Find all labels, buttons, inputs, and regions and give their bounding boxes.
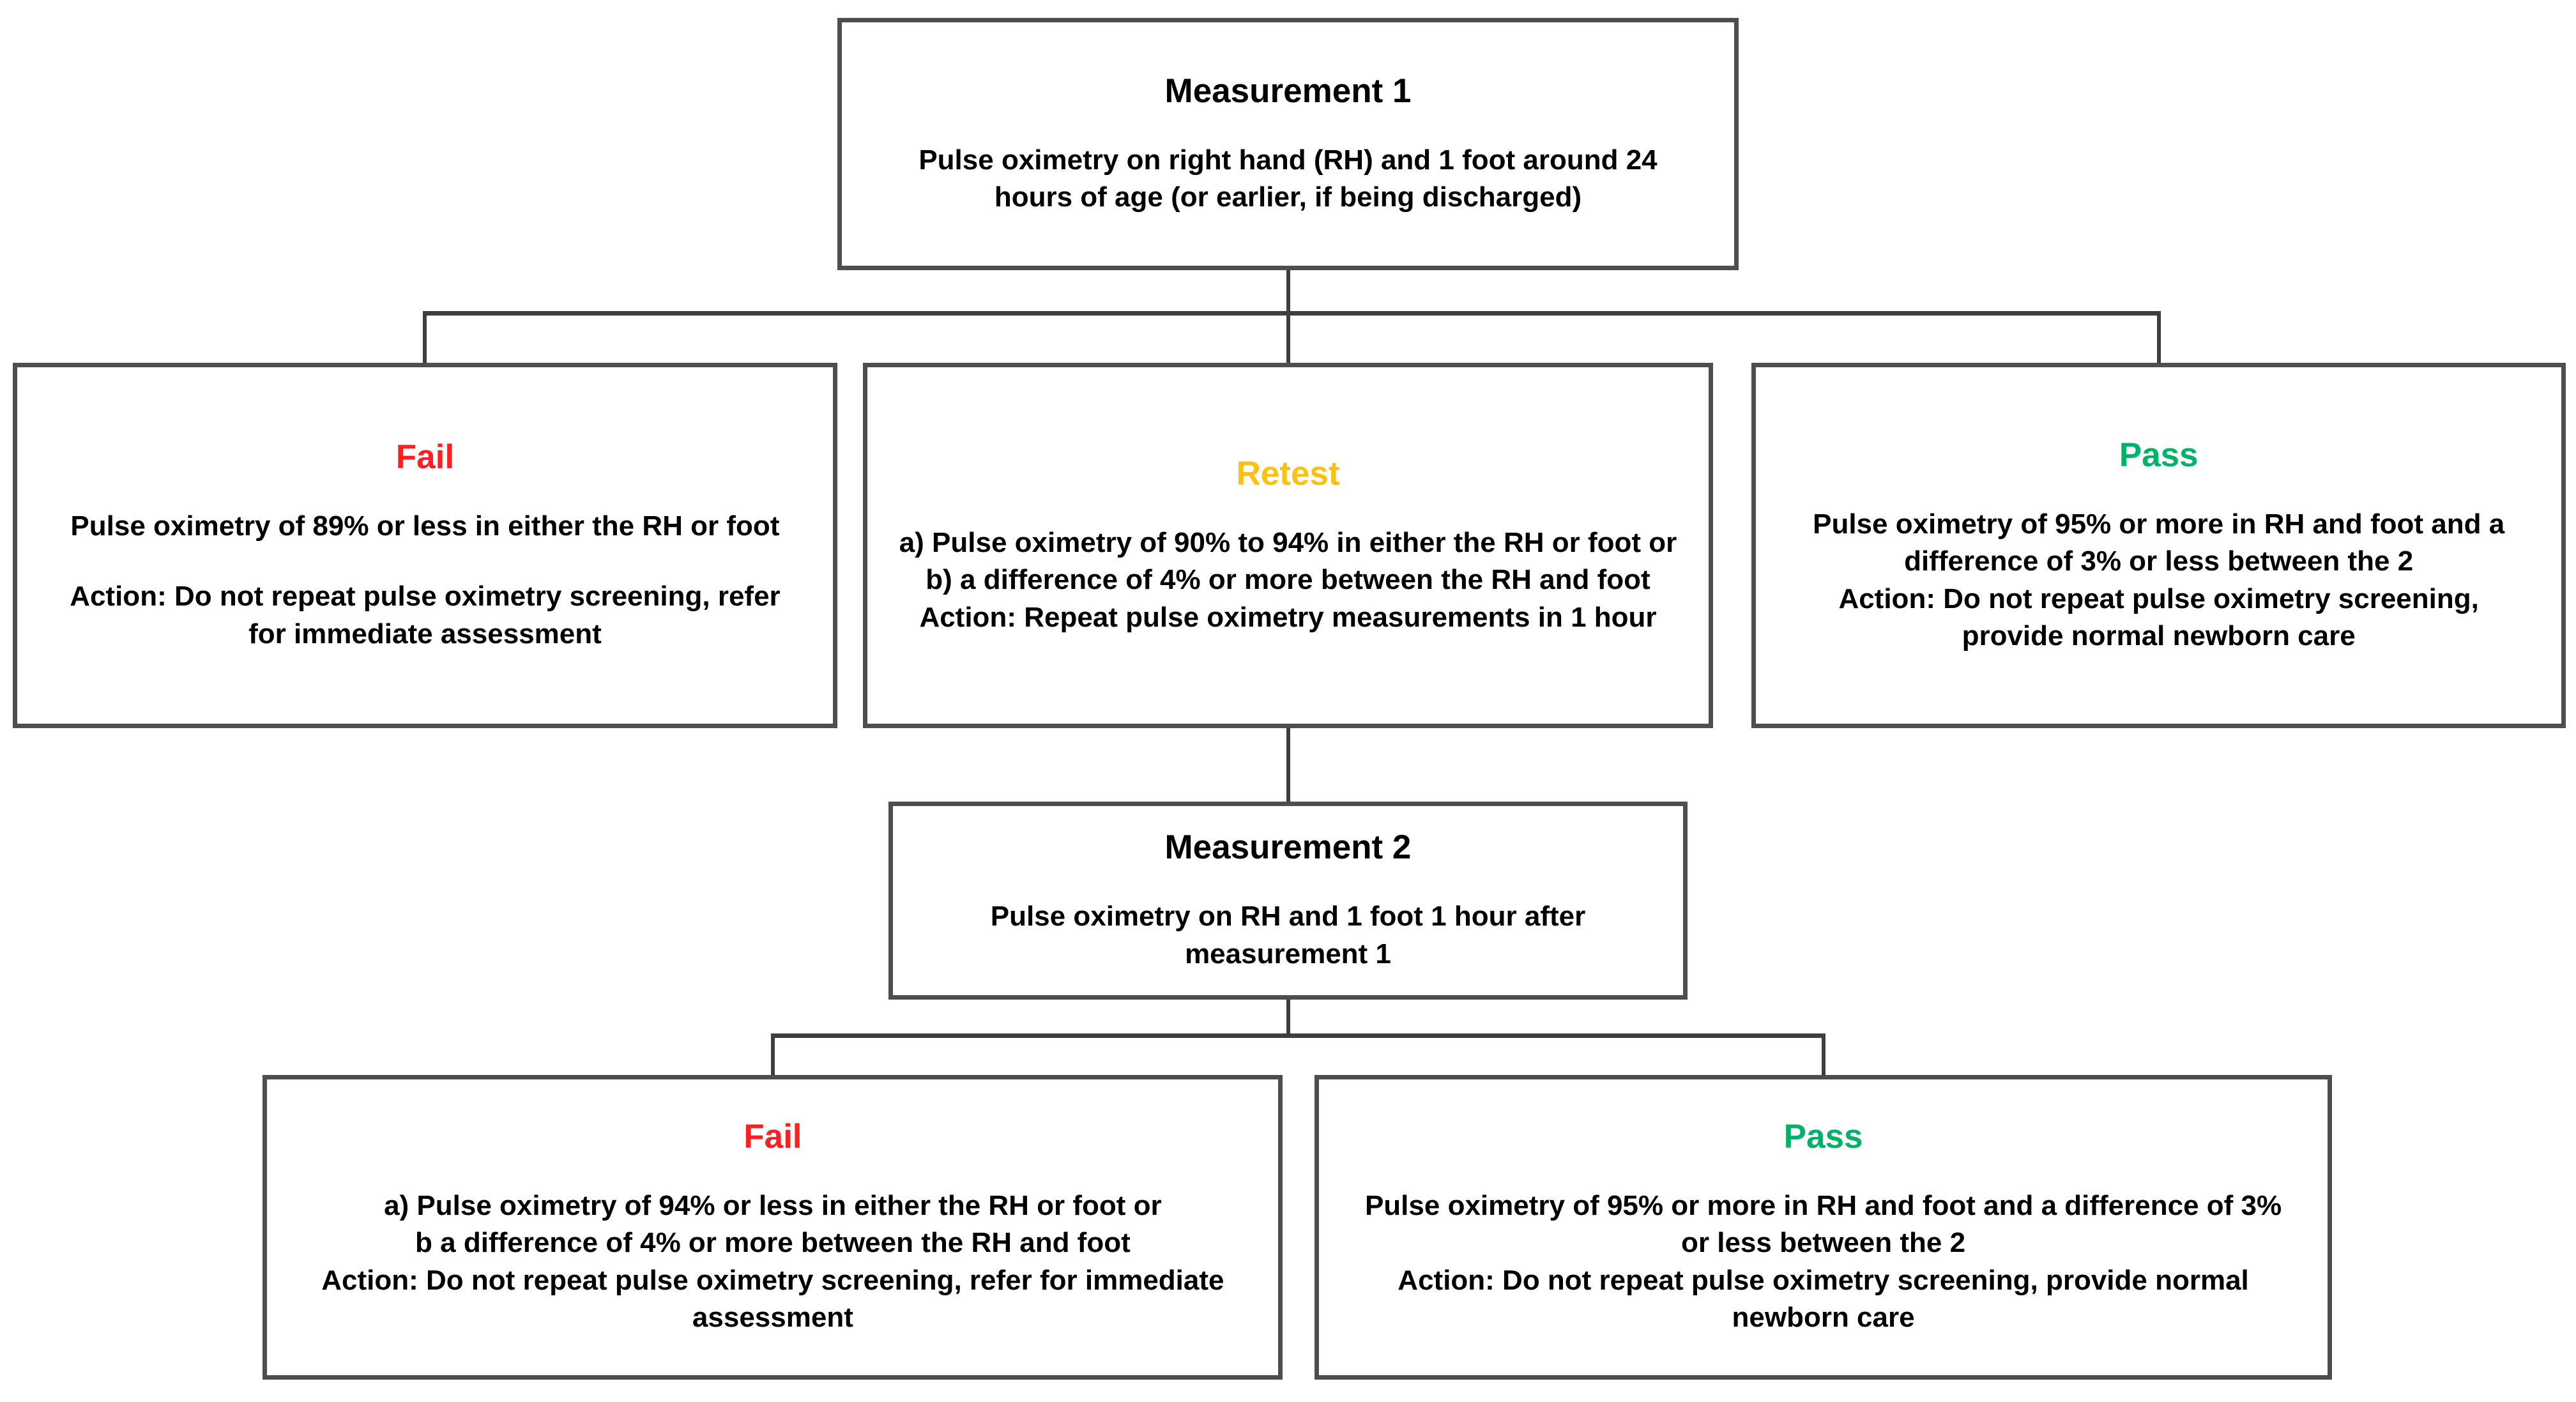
- node-title: Measurement 1: [1164, 72, 1412, 110]
- node-pass-2: Pass Pulse oximetry of 95% or more in RH…: [1315, 1074, 2333, 1380]
- node-body-line: Action: Do not repeat pulse oximetry scr…: [70, 581, 781, 650]
- connector-rail-level2: [772, 1033, 1824, 1038]
- node-title: Retest: [1236, 454, 1340, 492]
- node-body-line: Pulse oximetry on RH and 1 foot 1 hour a…: [990, 901, 1586, 970]
- node-body-line: b) a difference of 4% or more between th…: [926, 564, 1650, 596]
- node-title: Fail: [395, 438, 455, 476]
- node-title: Measurement 2: [1164, 828, 1412, 867]
- node-title: Fail: [743, 1117, 802, 1155]
- node-fail-2: Fail a) Pulse oximetry of 94% or less in…: [263, 1074, 1283, 1380]
- node-body-line: Action: Do not repeat pulse oximetry scr…: [321, 1264, 1224, 1334]
- node-pass-1: Pass Pulse oximetry of 95% or more in RH…: [1751, 363, 2566, 729]
- connector-rail-level1: [425, 311, 2159, 316]
- node-body-line: a) Pulse oximetry of 90% to 94% in eithe…: [899, 526, 1677, 558]
- connector-drop-pass2: [1821, 1033, 1825, 1075]
- node-fail-1: Fail Pulse oximetry of 89% or less in ei…: [13, 363, 837, 729]
- node-body-line: Action: Do not repeat pulse oximetry scr…: [1398, 1264, 2249, 1334]
- node-body-line: Action: Do not repeat pulse oximetry scr…: [1838, 583, 2479, 652]
- node-body-line: Action: Repeat pulse oximetry measuremen…: [919, 601, 1657, 633]
- node-body-line: b a difference of 4% or more between the…: [415, 1227, 1131, 1259]
- node-measurement-1: Measurement 1 Pulse oximetry on right ha…: [837, 18, 1739, 271]
- node-body-line: Pulse oximetry of 95% or more in RH and …: [1813, 508, 2505, 577]
- connector-stub-measurement2-down: [1286, 1000, 1290, 1033]
- node-measurement-2: Measurement 2 Pulse oximetry on RH and 1…: [888, 802, 1688, 1000]
- connector-stub-measurement1-down: [1286, 270, 1290, 363]
- connector-retest-to-measurement2: [1286, 728, 1290, 802]
- connector-drop-fail1: [423, 311, 427, 363]
- node-retest: Retest a) Pulse oximetry of 90% to 94% i…: [863, 363, 1713, 729]
- node-title: Pass: [1783, 1117, 1863, 1155]
- node-body-line: Pulse oximetry on right hand (RH) and 1 …: [918, 144, 1658, 213]
- connector-drop-fail2: [770, 1033, 775, 1075]
- node-body-line: Pulse oximetry of 89% or less in either …: [70, 510, 780, 542]
- node-title: Pass: [2119, 436, 2199, 474]
- node-body-line: Pulse oximetry of 95% or more in RH and …: [1364, 1189, 2282, 1259]
- connector-drop-pass1: [2156, 311, 2161, 363]
- node-body-line: a) Pulse oximetry of 94% or less in eith…: [384, 1189, 1162, 1221]
